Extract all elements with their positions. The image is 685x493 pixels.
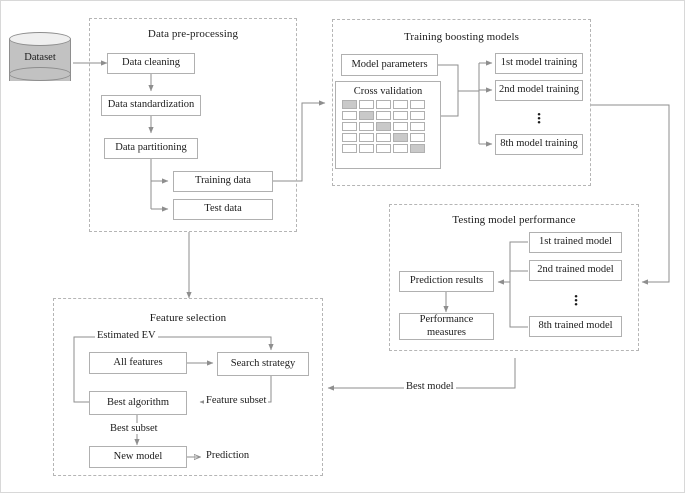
- cv-cell: [342, 122, 357, 131]
- group-title-testing-model-performance: Testing model performance: [452, 214, 576, 226]
- group-testing-model-performance: [389, 204, 639, 351]
- cv-cell: [342, 100, 357, 109]
- cv-cell: [410, 122, 425, 131]
- cv-row: [342, 100, 425, 109]
- box-new-model[interactable]: New model: [89, 446, 187, 468]
- cv-cell: [342, 111, 357, 120]
- box-8th-trained-model[interactable]: 8th trained model: [529, 316, 622, 337]
- trained-models-ellipsis: • • •: [564, 291, 588, 311]
- box-prediction-results[interactable]: Prediction results: [399, 271, 494, 292]
- box-data-cleaning[interactable]: Data cleaning: [107, 53, 195, 74]
- box-2nd-model-training[interactable]: 2nd model training: [495, 80, 583, 101]
- cv-cell: [359, 144, 374, 153]
- dot: •: [574, 291, 578, 303]
- cv-row: [342, 111, 425, 120]
- box-8th-model-training[interactable]: 8th model training: [495, 134, 583, 155]
- cv-cell: [342, 144, 357, 153]
- cv-cell: [359, 122, 374, 131]
- group-title-training-boosting-models: Training boosting models: [403, 31, 520, 43]
- box-performance-measures[interactable]: Performance measures: [399, 313, 494, 340]
- label-best-subset: Best subset: [108, 423, 160, 434]
- dot: •: [574, 299, 578, 311]
- cv-cell: [376, 122, 391, 131]
- cv-cell: [393, 133, 408, 142]
- cylinder-bottom-ellipse: [9, 67, 71, 81]
- cv-cell: [359, 111, 374, 120]
- box-test-data[interactable]: Test data: [173, 199, 273, 220]
- cv-row: [342, 133, 425, 142]
- dataset-cylinder: Dataset: [9, 32, 71, 88]
- cv-cell: [393, 122, 408, 131]
- group-training-boosting-models: [332, 19, 591, 186]
- training-models-ellipsis: • • •: [527, 109, 551, 129]
- label-best-model: Best model: [404, 381, 456, 392]
- cv-cell: [393, 111, 408, 120]
- cross-validation-label: Cross validation: [353, 86, 423, 97]
- cv-cell: [376, 133, 391, 142]
- cv-cell: [410, 111, 425, 120]
- dot: •: [537, 117, 541, 129]
- box-data-partitioning[interactable]: Data partitioning: [104, 138, 198, 159]
- cv-row: [342, 122, 425, 131]
- cv-cell: [410, 100, 425, 109]
- box-search-strategy[interactable]: Search strategy: [217, 352, 309, 376]
- dot: •: [574, 295, 578, 307]
- cv-row: [342, 144, 425, 153]
- cv-cell: [393, 100, 408, 109]
- dataset-label: Dataset: [24, 52, 56, 63]
- cv-cell: [376, 100, 391, 109]
- cv-cell: [342, 133, 357, 142]
- group-feature-selection: [53, 298, 323, 476]
- label-prediction: Prediction: [204, 450, 252, 461]
- box-model-parameters[interactable]: Model parameters: [341, 54, 438, 76]
- box-2nd-trained-model[interactable]: 2nd trained model: [529, 260, 622, 281]
- cv-cell: [359, 133, 374, 142]
- box-data-standardization[interactable]: Data standardization: [101, 95, 201, 116]
- cv-cell: [410, 144, 425, 153]
- box-1st-trained-model[interactable]: 1st trained model: [529, 232, 622, 253]
- label-estimated-ev: Estimated EV: [95, 330, 158, 341]
- cv-cell: [359, 100, 374, 109]
- cylinder-top-ellipse: [9, 32, 71, 46]
- cv-cell: [393, 144, 408, 153]
- box-all-features[interactable]: All features: [89, 352, 187, 374]
- cv-cell: [376, 144, 391, 153]
- box-best-algorithm[interactable]: Best algorithm: [89, 391, 187, 415]
- label-feature-subset: Feature subset: [204, 395, 269, 406]
- cross-validation-matrix: [342, 100, 425, 153]
- dot: •: [537, 109, 541, 121]
- box-training-data[interactable]: Training data: [173, 171, 273, 192]
- group-title-data-preprocessing: Data pre-processing: [147, 28, 239, 40]
- group-data-preprocessing: [89, 18, 297, 232]
- box-1st-model-training[interactable]: 1st model training: [495, 53, 583, 74]
- cv-cell: [376, 111, 391, 120]
- dot: •: [537, 113, 541, 125]
- group-title-feature-selection: Feature selection: [149, 312, 227, 324]
- cv-cell: [410, 133, 425, 142]
